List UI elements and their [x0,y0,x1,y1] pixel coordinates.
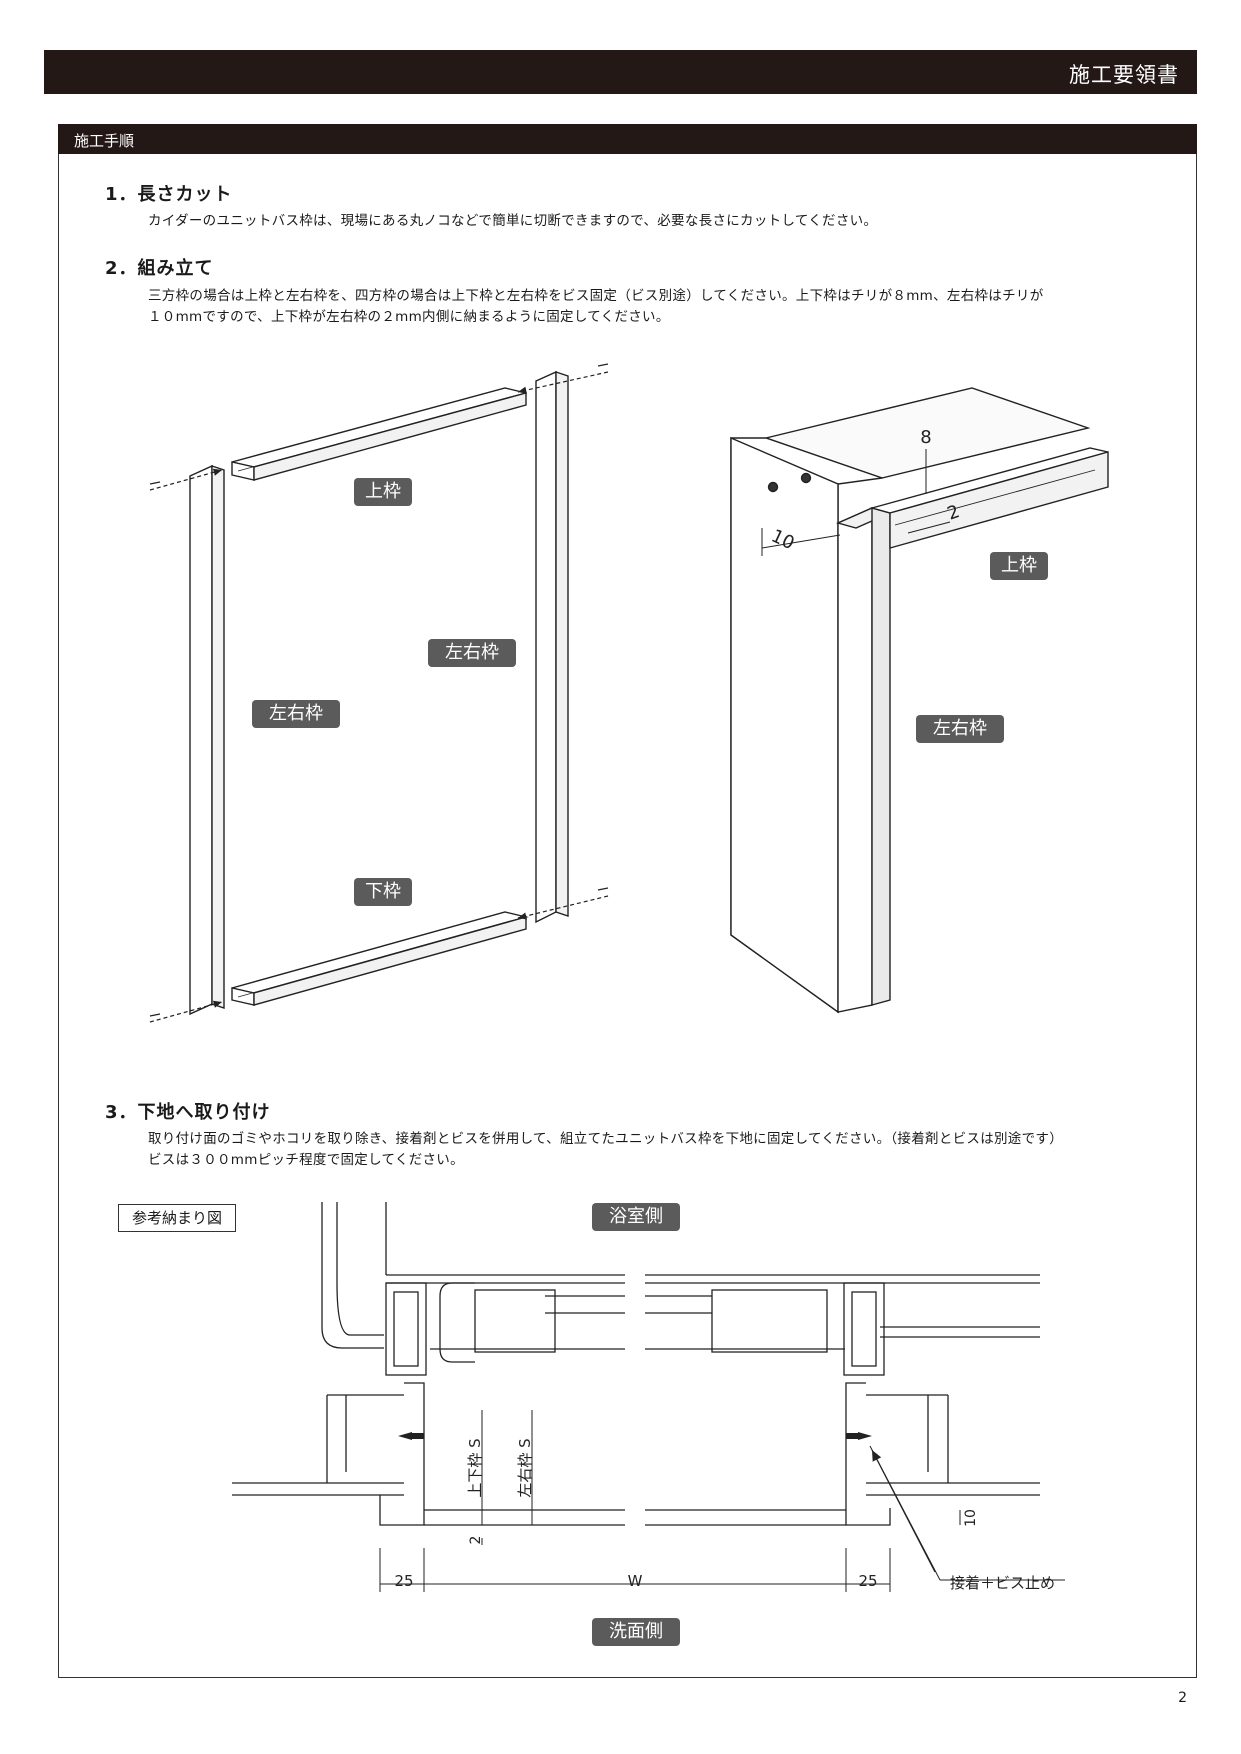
dim-height-10: 10 [963,1509,979,1527]
label-washroom-side: 洗面側 [592,1618,680,1646]
right-side-frame [535,370,569,924]
detail-dim-lines [761,449,951,556]
document-title: 施工要領書 [1069,63,1179,87]
step-2-text-line1: 三方枠の場合は上枠と左右枠を、四方枠の場合は上下枠と左右枠をビス固定（ビス別途）… [148,288,1044,304]
dim-gap-2: 2 [468,1536,484,1545]
label-detail-side-frame: 左右枠 [916,715,1004,743]
step-3-text-line1: 取り付け面のゴミやホコリを取り除き、接着剤とビスを併用して、組立てたユニットバス… [148,1131,1064,1147]
label-side-frame-left: 左右枠 [252,700,340,728]
label-bath-side: 浴室側 [592,1203,680,1231]
bottom-frame [231,911,529,1006]
step-3-title: 3．下地へ取り付け [105,1102,271,1123]
dim-tb-frame: 上下枠 S [466,1438,484,1497]
label-side-frame-right: 左右枠 [428,639,516,667]
section-dim-lines [379,1410,1065,1592]
dim-width-w: W [628,1572,643,1590]
step-2-text-line2: １０mmですので、上下枠が左右枠の２mm内側に納まるように固定してください。 [148,309,670,325]
step-1-text: カイダーのユニットバス枠は、現場にある丸ノコなどで簡単に切断できますので、必要な… [148,213,878,229]
label-top-frame: 上枠 [354,478,412,506]
label-bottom-frame: 下枠 [354,878,412,906]
dim-left-25: 25 [394,1572,413,1590]
page-number: 2 [1178,1690,1187,1706]
reference-drawing-title: 参考納まり図 [118,1204,236,1232]
dim-depth: 8 [920,427,931,448]
left-side-frame [189,464,225,1016]
section-label: 施工手順 [74,132,135,150]
section-bar: 施工手順 [58,124,1197,154]
step-3-text-line2: ビスは３００mmピッチ程度で固定してください。 [148,1152,464,1168]
dim-lr-frame: 左右枠 S [516,1438,534,1497]
header-banner: 施工要領書 [44,50,1197,94]
callout-adhesive-screw: 接着＋ビス止め [950,1574,1055,1592]
label-detail-top-frame: 上枠 [990,552,1048,580]
corner-detail [730,387,1109,1014]
dim-right-25: 25 [858,1572,877,1590]
step-2-title: 2．組み立て [105,258,214,279]
step-1-title: 1．長さカット [105,184,233,205]
